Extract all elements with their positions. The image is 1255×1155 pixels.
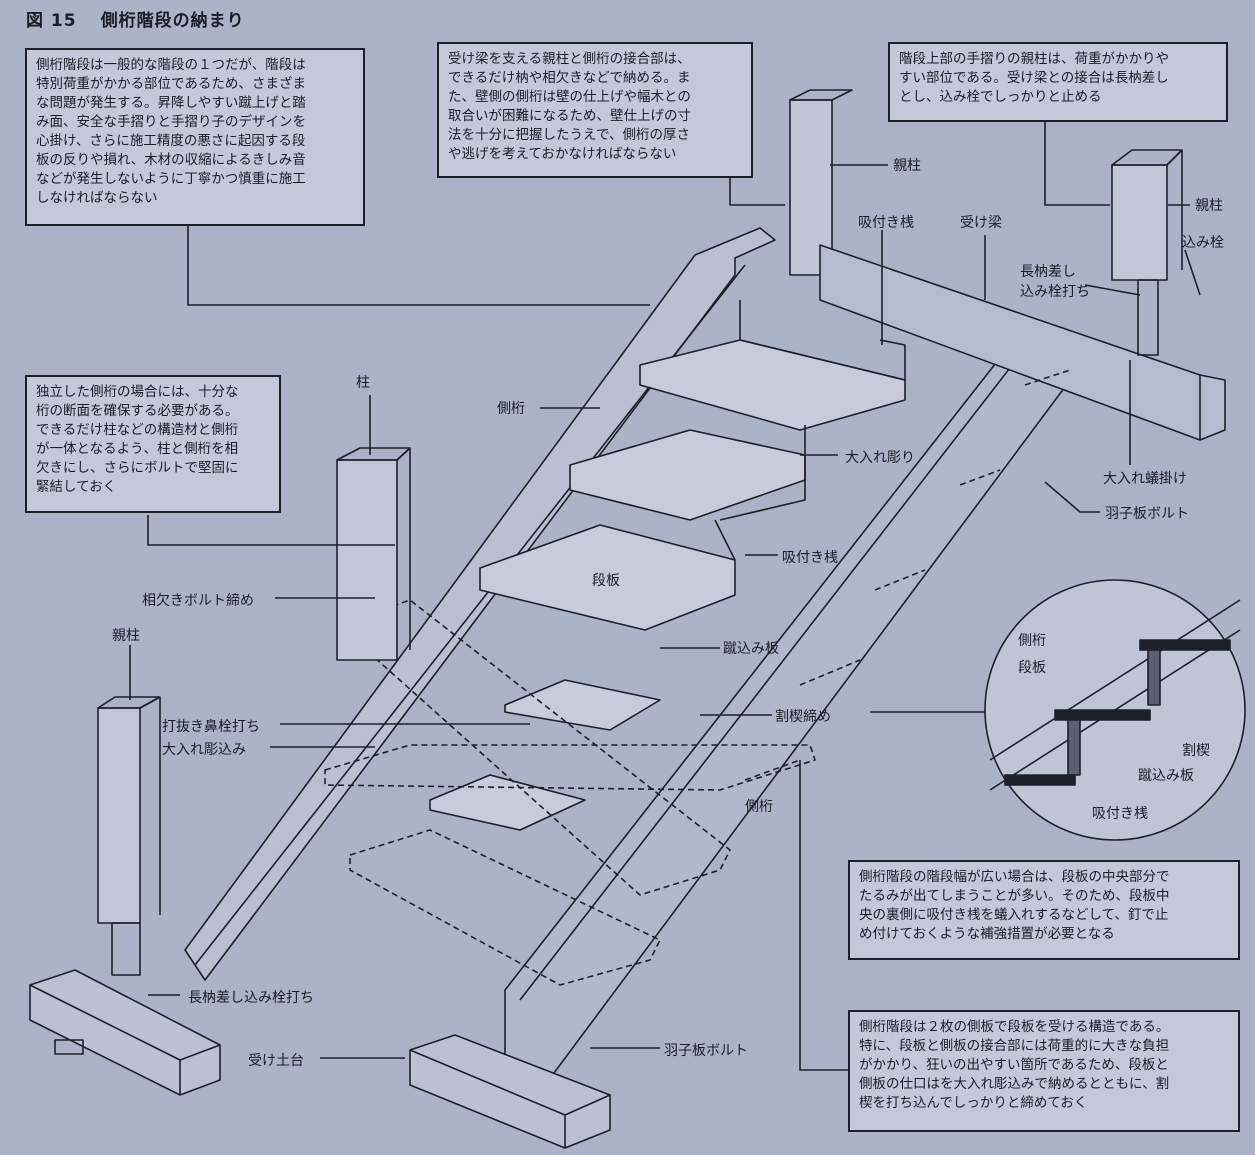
column-hashira [336, 459, 398, 661]
label-danita: 段板 [592, 573, 620, 589]
tread-top [639, 339, 906, 431]
note-newel-joint: 受け梁を支える親柱と側桁の接合部は、 できるだけ枘や相欠きなどで納める。ま た、… [437, 42, 753, 178]
top-right-newel [1111, 164, 1168, 281]
detail-label-kekomi: 蹴込み板 [1138, 768, 1194, 784]
label-naga-hozo-bottom: 長枘差し込み栓打ち [188, 990, 314, 1006]
label-uke-dodai: 受け土台 [248, 1053, 304, 1069]
label-suitsuki-top: 吸付き桟 [858, 215, 914, 231]
label-uchinuki: 打抜き鼻栓打ち [162, 719, 260, 735]
label-oyabashira-top: 親柱 [893, 158, 921, 174]
label-sokugeta-upper: 側桁 [497, 401, 525, 417]
label-komisen: 込み栓 [1182, 235, 1224, 251]
label-hagoita-bolt-right: 羽子板ボルト [1105, 506, 1189, 522]
label-naga-hozo-top: 長枘差し 込み栓打ち [1020, 264, 1090, 300]
label-oyabashira-right: 親柱 [1195, 198, 1223, 214]
note-structure: 側桁階段は２枚の側板で段板を受ける構造である。 特に、段板と側板の接合部には荷重… [848, 1010, 1240, 1132]
label-ukebari: 受け梁 [960, 215, 1002, 231]
label-hagoita-bolt-bottom: 羽子板ボルト [664, 1043, 748, 1059]
label-kekomi: 蹴込み板 [723, 641, 779, 657]
tread-main [479, 524, 736, 631]
note-general: 側桁階段は一般的な階段の１つだが、階段は 特別荷重がかかる部位であるため、さまざ… [25, 48, 365, 226]
label-hashira: 柱 [356, 375, 370, 391]
left-stringer [184, 227, 776, 981]
note-independent-stringer: 独立した側桁の場合には、十分な 桁の断面を確保する必要がある。 できるだけ柱など… [25, 375, 281, 513]
label-suitsuki-mid: 吸付き桟 [782, 550, 838, 566]
note-top-newel: 階段上部の手摺りの親柱は、荷重がかかりや すい部位である。受け梁との接合は長枘差… [888, 42, 1228, 122]
label-oire-horikomi: 大入れ彫込み [162, 742, 246, 758]
tread-exploded [504, 679, 661, 731]
detail-label-sokugeta: 側桁 [1018, 633, 1046, 649]
label-oire-arigake: 大入れ蟻掛け [1103, 471, 1187, 487]
upper-newel-post [789, 99, 833, 276]
label-aikaki-bolt: 相欠きボルト締め [142, 593, 254, 609]
note-wide-stair: 側桁階段の階段幅が広い場合は、段板の中央部分で たるみが出てしまうことが多い。そ… [848, 860, 1240, 960]
detail-label-suitsuki: 吸付き桟 [1092, 806, 1148, 822]
label-sokugeta-lower: 側桁 [745, 799, 773, 815]
bottom-newel-post [97, 707, 141, 924]
label-oire-hori: 大入れ彫り [845, 450, 915, 466]
tread-lower [429, 774, 586, 831]
label-oyabashira-bottom: 親柱 [112, 628, 140, 644]
detail-label-warikusabi: 割楔 [1182, 743, 1210, 759]
label-warikusabi: 割楔締め [775, 709, 831, 725]
detail-label-danita: 段板 [1018, 660, 1046, 676]
